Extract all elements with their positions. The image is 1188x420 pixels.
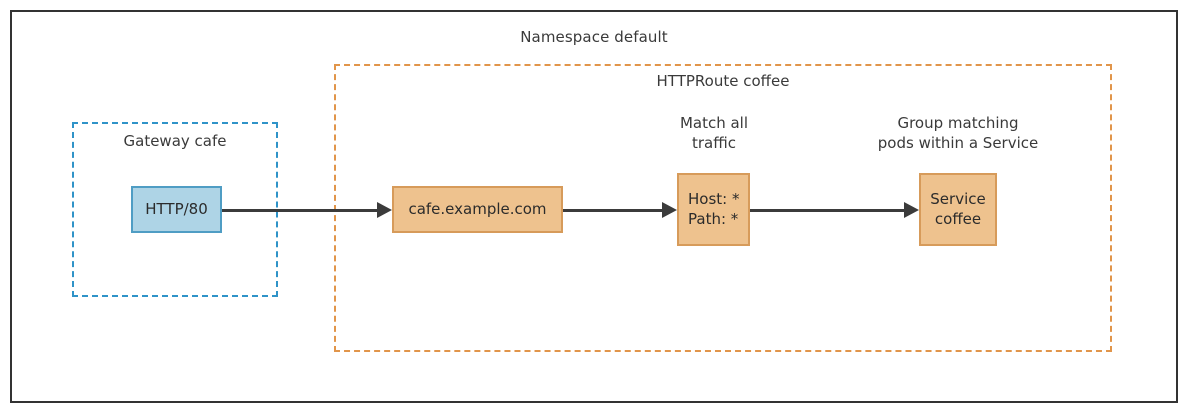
match-rule-host: Host: *: [688, 190, 740, 209]
arrow-line: [563, 209, 663, 212]
httproute-container: HTTPRoute coffee: [334, 64, 1112, 352]
match-caption-line-1: Match all: [679, 114, 749, 132]
service-node-name: coffee: [934, 209, 982, 228]
service-node[interactable]: Service coffee: [919, 173, 997, 246]
service-node-text: Service coffee: [930, 190, 985, 228]
httproute-label: HTTPRoute coffee: [656, 72, 790, 90]
service-node-kind: Service: [930, 190, 986, 209]
service-caption-line-1: Group matching: [897, 114, 1019, 132]
service-caption-line-2: pods within a Service: [877, 134, 1039, 153]
arrow-hostname-to-match: [563, 200, 677, 220]
namespace-label: Namespace default: [520, 28, 668, 46]
match-rule-path: Path: *: [688, 209, 739, 228]
hostname-label: cafe.example.com: [408, 199, 547, 218]
gateway-label: Gateway cafe: [123, 132, 227, 150]
arrow-head-icon: [904, 202, 919, 218]
gateway-listener-node[interactable]: HTTP/80: [131, 186, 222, 233]
match-caption: Match all traffic: [634, 113, 794, 154]
arrow-match-to-service: [750, 200, 919, 220]
arrow-head-icon: [377, 202, 392, 218]
match-rule-node[interactable]: Host: * Path: *: [677, 173, 750, 246]
match-rule-text: Host: * Path: *: [688, 190, 739, 228]
arrow-line: [750, 209, 905, 212]
service-caption: Group matching pods within a Service: [858, 113, 1058, 154]
arrow-line: [222, 209, 378, 212]
arrow-listener-to-hostname: [222, 200, 392, 220]
match-caption-line-2: traffic: [692, 134, 736, 153]
hostname-node[interactable]: cafe.example.com: [392, 186, 563, 233]
gateway-listener-label: HTTP/80: [145, 199, 208, 218]
arrow-head-icon: [662, 202, 677, 218]
